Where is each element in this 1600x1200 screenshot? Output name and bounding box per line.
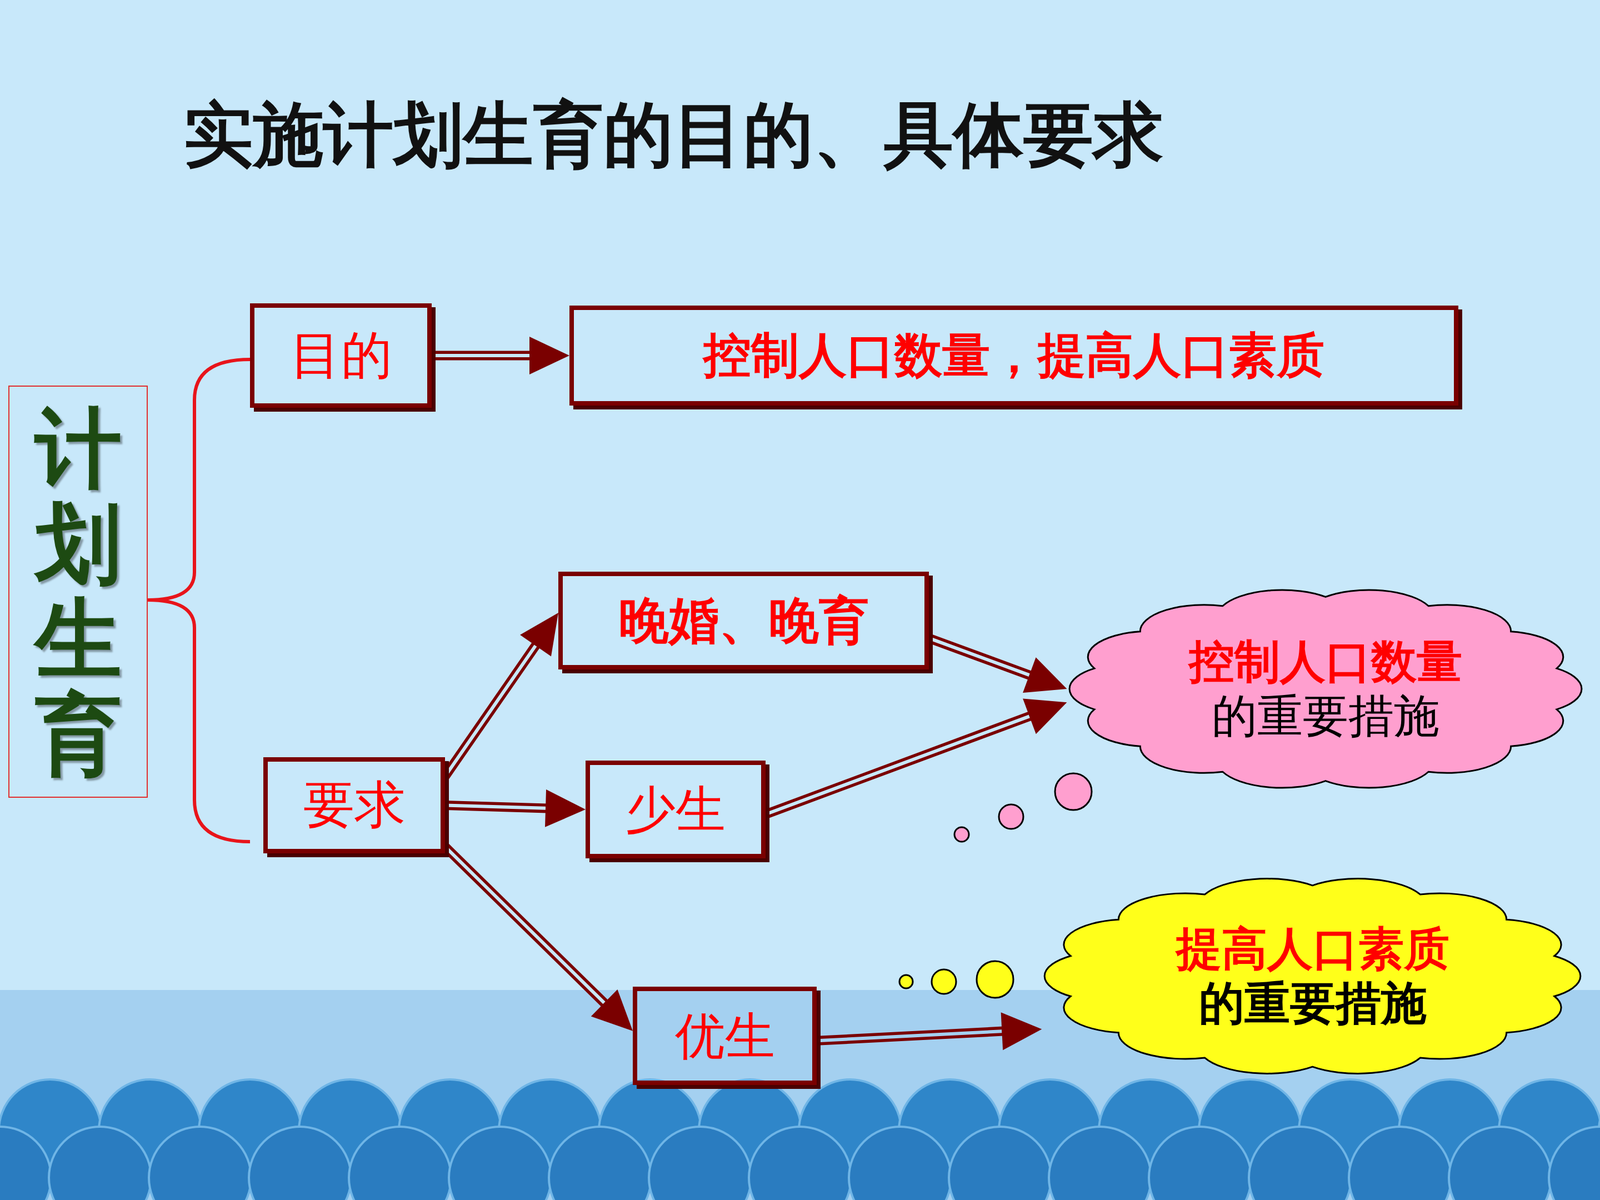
thought-cloud: 提高人口素质的重要措施 [1030, 865, 1595, 1087]
arrow-head [1022, 698, 1067, 734]
purpose-box: 控制人口数量，提高人口素质 [569, 305, 1459, 406]
node-label: 优生 [675, 1006, 775, 1067]
bubble [954, 827, 969, 842]
arrow-line [445, 805, 548, 809]
cloud-outline [1030, 865, 1595, 1087]
node-label: 晚婚、晚育 [618, 590, 869, 651]
category-box: 要求 [263, 757, 445, 854]
cloud-heading: 提高人口素质 [1176, 921, 1450, 977]
bubble [976, 961, 1014, 998]
double-arrow [445, 846, 633, 1032]
bubble [931, 969, 957, 994]
double-arrow [445, 789, 586, 828]
arrow-line [445, 846, 606, 1004]
arrow-head [1001, 1012, 1043, 1050]
cloud-shape [1044, 878, 1581, 1074]
wave [1548, 1126, 1600, 1200]
wave [1448, 1126, 1552, 1200]
bubble [899, 975, 913, 989]
wave [748, 1126, 852, 1200]
wave [448, 1126, 552, 1200]
arrow-head [545, 789, 586, 828]
wave [948, 1126, 1052, 1200]
wave [1248, 1126, 1352, 1200]
bubble [1055, 773, 1092, 810]
requirement-box: 少生 [585, 760, 766, 859]
arrow-line-gap [445, 846, 605, 1003]
arrow-line [431, 351, 532, 361]
cloud-body: 的重要措施 [1211, 688, 1440, 744]
wave [0, 1126, 52, 1200]
arrow-line-gap [431, 353, 530, 358]
arrow-line-gap [928, 638, 1030, 675]
wave [348, 1126, 452, 1200]
arrow-head [591, 989, 633, 1032]
arrow-head [520, 612, 559, 657]
wave [1348, 1126, 1452, 1200]
arrow-line-gap [445, 645, 536, 777]
arrow-line-gap [445, 805, 546, 809]
wave [148, 1126, 252, 1200]
arrow-head [1022, 657, 1067, 693]
cloud-outline [1056, 576, 1595, 802]
bubble [998, 804, 1024, 829]
requirement-box: 晚婚、晚育 [558, 571, 929, 670]
requirement-box: 优生 [632, 986, 817, 1085]
double-arrow [445, 612, 559, 777]
arrow-line-gap [765, 716, 1030, 814]
wave [1048, 1126, 1152, 1200]
node-label: 控制人口数量，提高人口素质 [703, 326, 1325, 384]
arrow-line [765, 715, 1032, 815]
wave [248, 1126, 352, 1200]
cloud-shape [1069, 590, 1582, 788]
node-label: 要求 [303, 774, 406, 836]
category-box: 目的 [250, 303, 432, 408]
thought-cloud: 控制人口数量的重要措施 [1056, 576, 1595, 802]
arrow-line [928, 638, 1032, 677]
double-arrow [431, 336, 570, 375]
wave [648, 1126, 752, 1200]
cloud-body: 的重要措施 [1198, 976, 1427, 1031]
double-arrow [928, 638, 1067, 693]
node-label: 少生 [625, 779, 726, 840]
arrow-line [445, 644, 537, 777]
node-label: 目的 [290, 325, 393, 387]
arrow-line-gap [816, 1031, 1002, 1041]
arrow-line [816, 1031, 1004, 1041]
slide-title: 实施计划生育的目的、具体要求 [183, 88, 1164, 183]
double-arrow [765, 698, 1067, 814]
arrow-head [529, 336, 570, 375]
wave [48, 1126, 152, 1200]
wave [1148, 1126, 1252, 1200]
cloud-heading: 控制人口数量 [1188, 634, 1463, 689]
node-label: 计划生育 [35, 401, 122, 783]
wave [548, 1126, 652, 1200]
waves [0, 1079, 1600, 1200]
brace [147, 359, 250, 842]
topic-box: 计划生育 [8, 385, 148, 798]
double-arrow [816, 1012, 1042, 1050]
wave [848, 1126, 952, 1200]
